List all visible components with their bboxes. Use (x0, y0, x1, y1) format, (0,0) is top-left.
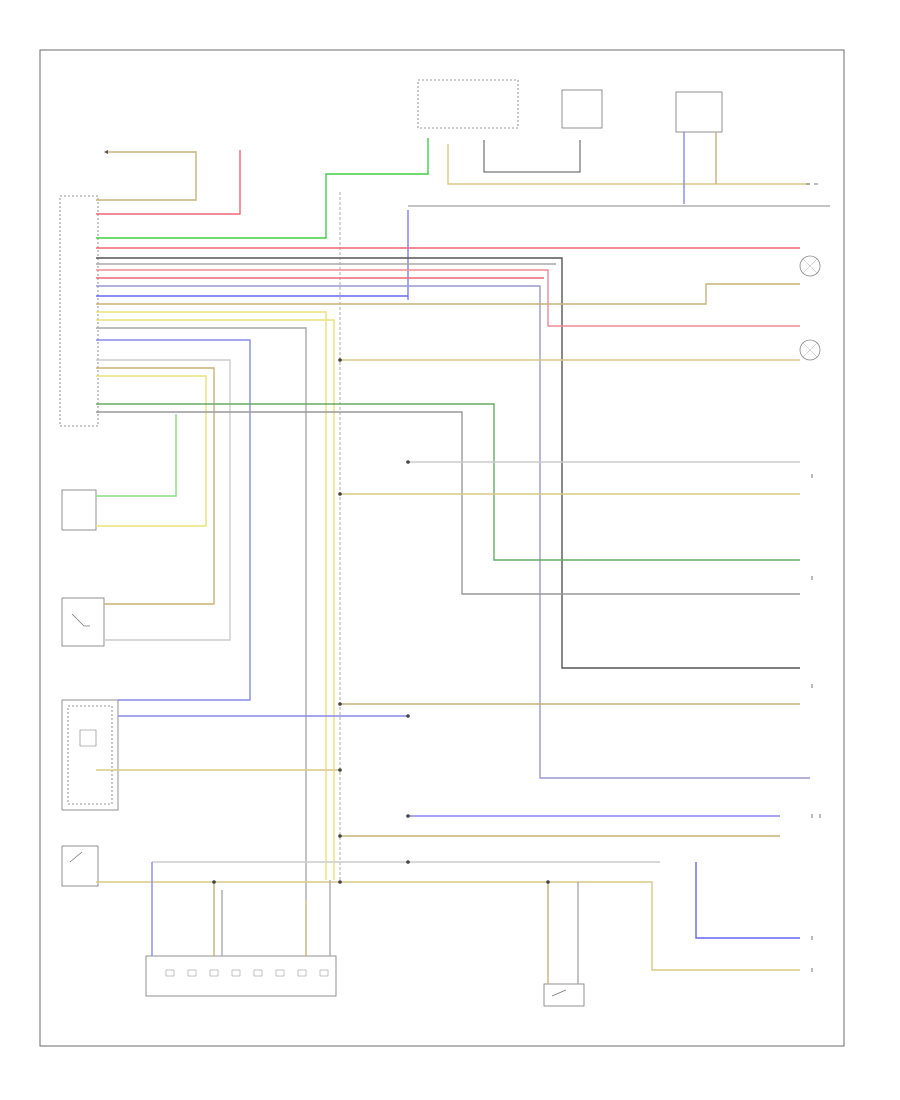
wire-tan-lamp (96, 283, 800, 305)
connector-pin (231, 969, 241, 977)
wire-dark-top-loop (483, 140, 581, 173)
wire-yellow-1 (96, 311, 327, 880)
junction-dot (338, 702, 342, 706)
switch-symbol (69, 851, 83, 863)
top-far-right-module (675, 91, 723, 133)
junction-dot (406, 714, 410, 718)
wire-green-light (96, 414, 177, 497)
bottom-center-module (543, 983, 585, 1007)
wire-blue-left (96, 339, 251, 701)
junction-dot (338, 834, 342, 838)
wire-tan-switch (96, 367, 215, 605)
diagram-frame (39, 49, 845, 1047)
switch-symbol (71, 613, 90, 627)
left-module-1 (61, 489, 97, 531)
trunk-lines (339, 192, 409, 880)
wire-dark-long (96, 257, 800, 669)
lamp-1-cross (802, 258, 818, 274)
left-module-3 (61, 699, 119, 811)
wire-yellow-left (96, 375, 207, 527)
switch-symbol (551, 989, 567, 997)
connector-pins (165, 969, 329, 977)
junction-dots (212, 358, 550, 884)
junction-dot (546, 880, 550, 884)
junction-dot (406, 460, 410, 464)
terminal-mark (811, 814, 821, 818)
wire-tan-bottom (96, 881, 800, 971)
lamp-2-cross (802, 342, 818, 358)
left-module-4 (61, 845, 99, 887)
connector-pin (253, 969, 263, 977)
connector-pin (187, 969, 197, 977)
wire-lavender-long (96, 285, 810, 779)
bottom-connector-block (145, 955, 337, 997)
connector-pin (209, 969, 219, 977)
top-center-module (417, 79, 519, 129)
left-connector-block (59, 195, 99, 427)
connector-pin (319, 969, 329, 977)
junction-dot (338, 768, 342, 772)
junction-dot (406, 814, 410, 818)
relay-symbol (79, 729, 97, 747)
switch-symbols (69, 613, 567, 997)
wire-tan-top-right (447, 144, 810, 185)
wire-green-dark (96, 403, 800, 561)
lamp-2-icon (799, 339, 821, 361)
connector-pin (165, 969, 175, 977)
wire-yellow-2 (96, 319, 335, 880)
terminal-arrow (104, 150, 108, 154)
junction-dot (212, 880, 216, 884)
top-right-module (561, 89, 603, 129)
connector-pin (275, 969, 285, 977)
wire-green (96, 138, 429, 239)
connector-pin (297, 969, 307, 977)
terminal-marks (104, 150, 821, 972)
junction-dot (338, 880, 342, 884)
wire-gray-drop (96, 327, 307, 900)
wire-blue-bottom-right (695, 862, 800, 939)
left-switch-module (61, 597, 105, 647)
left-module-3-inner (67, 705, 113, 805)
wires (96, 132, 830, 984)
wire-tan-top-left (96, 151, 197, 201)
wire-pink-1 (96, 269, 800, 327)
wire-red-top (96, 150, 241, 215)
junction-dot (338, 492, 342, 496)
wire-gray-2 (96, 411, 800, 595)
junction-dot (406, 860, 410, 864)
wire-lightgray-left (96, 359, 231, 641)
junction-dot (338, 358, 342, 362)
component-boxes (59, 79, 821, 1007)
lamp-1-icon (799, 255, 821, 277)
